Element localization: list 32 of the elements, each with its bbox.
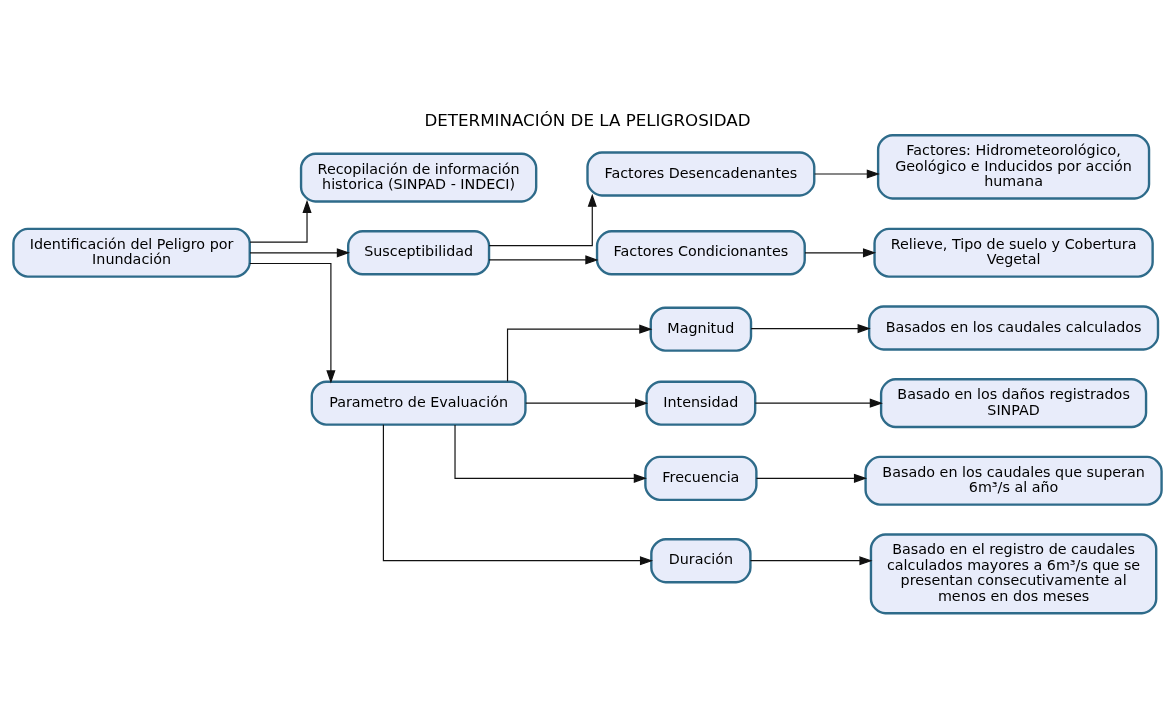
arrow (814, 168, 880, 179)
node-box: Duración (650, 537, 752, 583)
node-box: Basado en los caudales que superan 6m³/s al año (864, 455, 1163, 506)
arrow (488, 193, 597, 246)
arrow (525, 398, 649, 408)
diagram-title: DETERMINACIÓN DE LA PELIGROSIDAD (424, 109, 751, 130)
node-box: Identificación del Peligro por Inundación (12, 227, 251, 278)
node-box: Recopilación de información historica (SINPAD - INDECI) (299, 152, 538, 203)
arrow (804, 247, 877, 257)
node-box: Susceptibilidad (347, 229, 491, 275)
node-box: Basado en el registro de caudales calculados mayores a 6m³/s que se presentan consecutivamente al menos en dos meses (869, 532, 1158, 614)
arrow (454, 423, 647, 483)
node-box: Relieve, Tipo de suelo y Cobertura Vegetal (873, 227, 1154, 278)
arrow (488, 254, 599, 265)
node-box: Factores Condicionantes (595, 229, 806, 275)
node-box: Intensidad (645, 380, 757, 426)
arrow (249, 199, 312, 243)
arrow (754, 398, 883, 408)
arrow (249, 247, 350, 257)
arrow (750, 323, 871, 333)
node-box: Factores: Hidrometeorológico, Geológico e Inducidos por acción humana (876, 133, 1151, 200)
arrow (755, 473, 868, 483)
node-box: Parametro de Evaluación (310, 380, 527, 426)
arrow (506, 324, 653, 382)
arrow (249, 262, 336, 383)
node-box: Magnitud (649, 306, 753, 352)
node-box: Basado en los daños registrados SINPAD (879, 377, 1148, 428)
node-box: Factores Desencadenantes (586, 150, 816, 197)
node-box: Basados en los caudales calculados (867, 304, 1160, 351)
node-box: Frecuencia (644, 455, 758, 501)
arrow (749, 555, 873, 565)
arrow (382, 423, 654, 565)
